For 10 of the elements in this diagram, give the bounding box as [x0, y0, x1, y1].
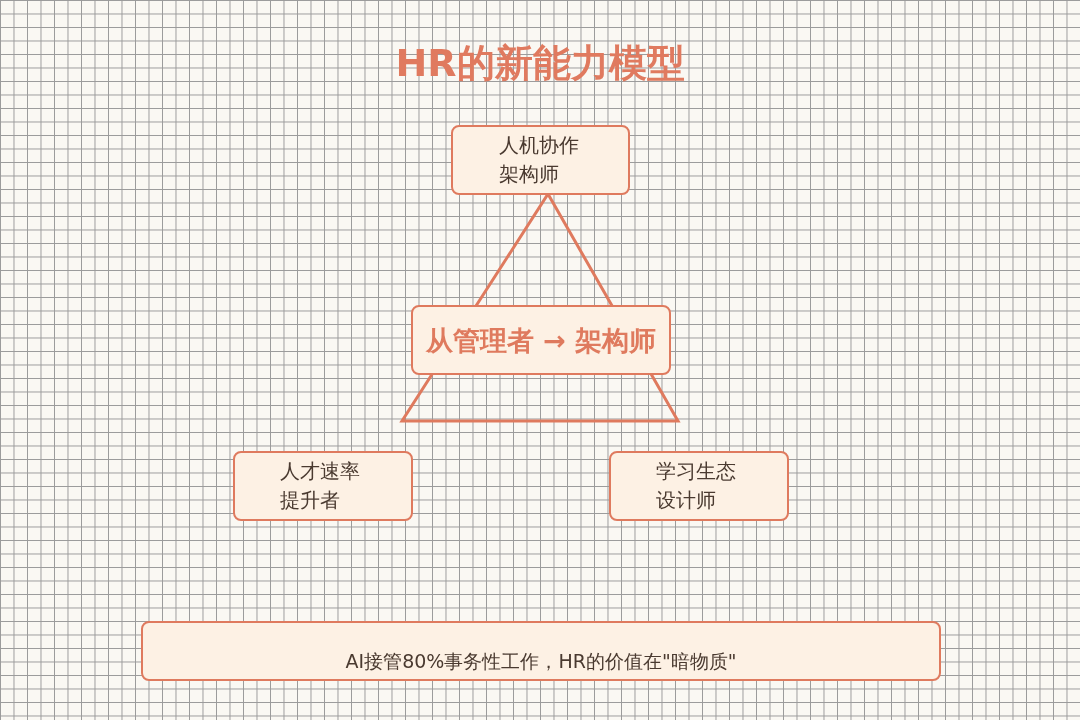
role-text: 人机协作架构师 [499, 132, 580, 188]
role-box [233, 451, 413, 521]
role-text: 学习生态设计师 [656, 458, 737, 514]
note-text: AI接管80%事务性工作，HR的价值在"暗物质" [345, 648, 737, 674]
core-box [411, 305, 671, 375]
core-text: 从管理者 → 架构师 [425, 325, 657, 355]
role-text: 人才速率提升者 [280, 458, 361, 514]
note-banner [141, 621, 941, 681]
role-box [451, 125, 630, 195]
role-box [609, 451, 789, 521]
